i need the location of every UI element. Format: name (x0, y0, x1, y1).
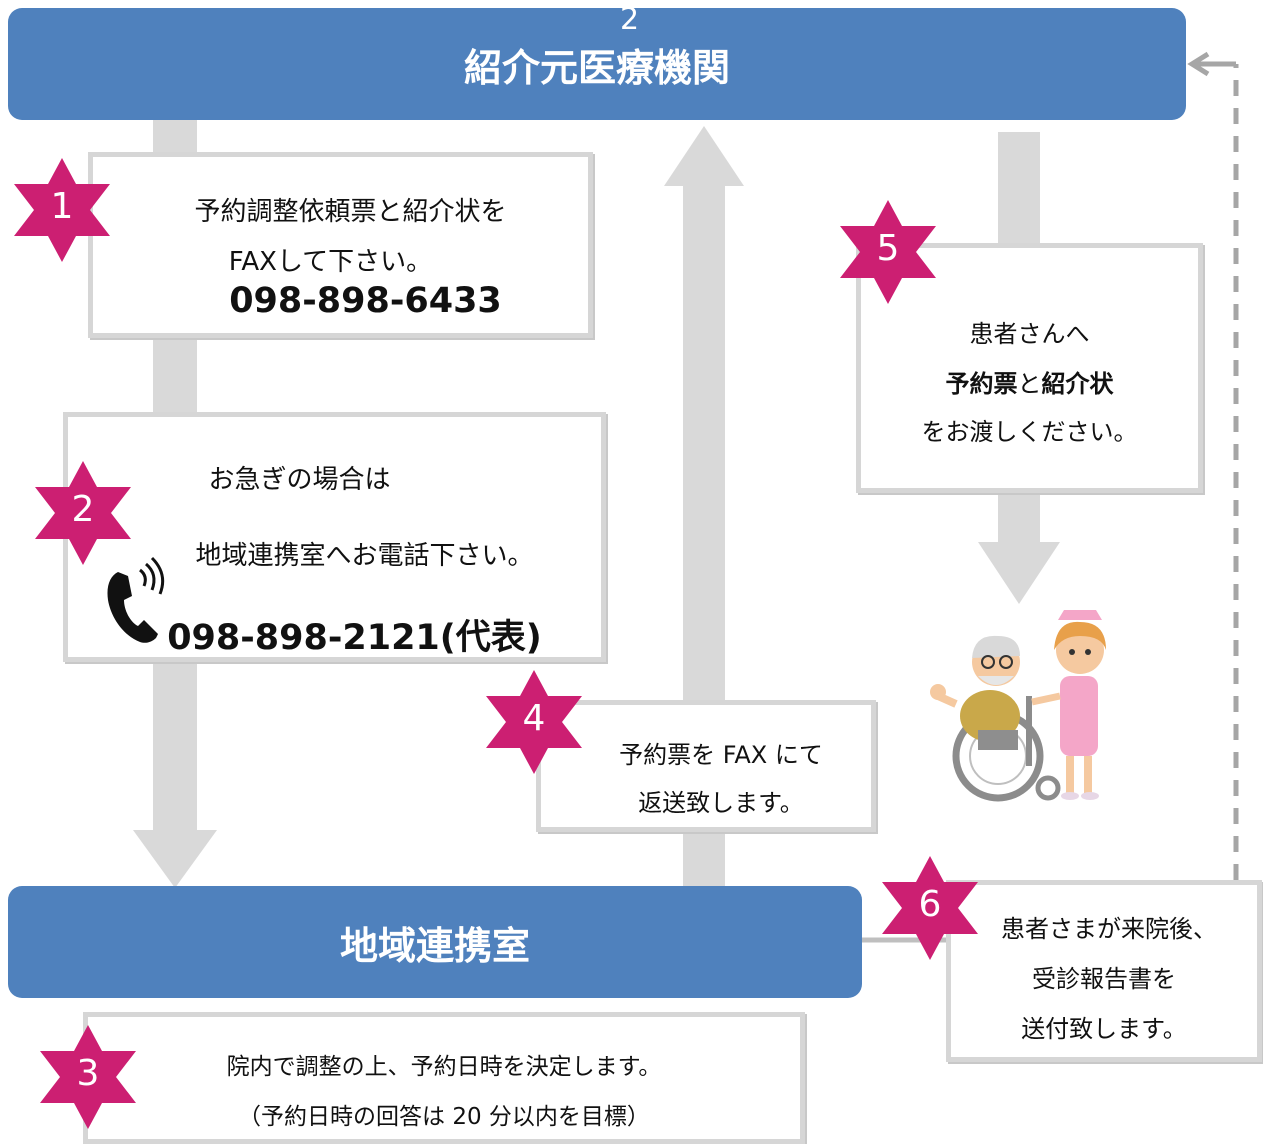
dashed-return-arrow (1187, 51, 1239, 880)
stray-digit: 2 (620, 2, 640, 37)
phone-icon (107, 556, 165, 643)
step4-line2: 返送致します。 (638, 789, 804, 817)
step1-line2: FAXして下さい。 (228, 247, 433, 277)
referring-institution-label: 紹介元医療機関 (463, 45, 730, 90)
step3-number: 3 (76, 1053, 100, 1094)
regional-liaison-bar: 地域連携室 (8, 886, 862, 998)
step2-number: 2 (71, 489, 95, 530)
referring-institution-bar: 紹介元医療機関 (8, 8, 1186, 120)
step2-star-badge: 2 (35, 461, 131, 565)
step5-referral-letter: 紹介状 (1041, 370, 1114, 398)
step3-box: 院内で調整の上、予約日時を決定します。 （予約日時の回答は 20 分以内を目標） (83, 1012, 805, 1144)
step6-line1: 患者さまが来院後、 (1001, 915, 1217, 943)
step5-reservation-slip: 予約票 (945, 370, 1018, 398)
step6-number: 6 (918, 884, 942, 925)
step2-phone-number: 098-898-2121(代表) (167, 618, 542, 658)
step6-line3: 送付致します。 (1021, 1015, 1187, 1043)
step5-line2: 予約票と紹介状 (861, 364, 1198, 399)
step1-number: 1 (50, 186, 74, 227)
step5-box: 患者さんへ 予約票と紹介状 をお渡しください。 (856, 243, 1203, 493)
regional-liaison-label: 地域連携室 (339, 923, 530, 968)
step5-number: 5 (876, 228, 900, 269)
step1-box: 予約調整依頼票と紹介状を FAXして下さい。 098-898-6433 (88, 152, 593, 338)
step2-box: お急ぎの場合は 地域連携室へお電話下さい。 098-898-2121(代表) (63, 412, 606, 662)
step4-star-badge: 4 (486, 670, 582, 774)
step6-star-badge: 6 (882, 856, 978, 960)
step3-line2: （予約日時の回答は 20 分以内を目標） (238, 1104, 650, 1130)
step3-star-badge: 3 (40, 1025, 136, 1129)
step4-box: 予約票を FAX にて 返送致します。 (536, 700, 876, 832)
step4-number: 4 (522, 698, 546, 739)
step6-box: 患者さまが来院後、 受診報告書を 送付致します。 (946, 880, 1262, 1062)
step2-line1: お急ぎの場合は (208, 465, 391, 495)
patient-nurse-illustration (930, 610, 1106, 802)
step1-fax-number: 098-898-6433 (229, 281, 502, 321)
step5-line1: 患者さんへ (969, 320, 1090, 348)
step3-line1: 院内で調整の上、予約日時を決定します。 (226, 1054, 662, 1080)
step1-star-badge: 1 (14, 158, 110, 262)
step5-and: と (1017, 370, 1042, 398)
step2-line2: 地域連携室へお電話下さい。 (195, 541, 534, 571)
step5-star-badge: 5 (840, 200, 936, 304)
step6-line2: 受診報告書を (1032, 965, 1176, 993)
step4-line1: 予約票を FAX にて (619, 741, 823, 769)
step1-line1: 予約調整依頼票と紹介状を (194, 197, 507, 227)
step5-line3: をお渡しください。 (921, 418, 1138, 446)
